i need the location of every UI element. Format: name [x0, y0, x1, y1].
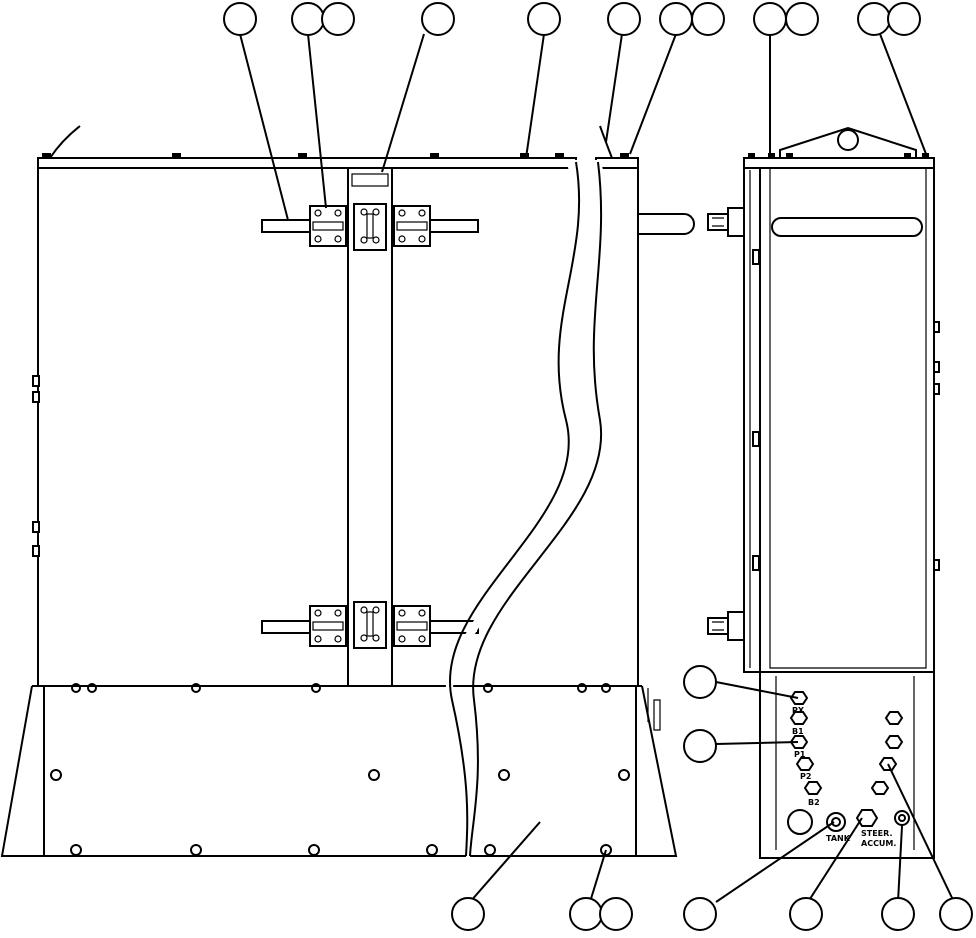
top-wire-left [49, 125, 81, 159]
center-post-tab [351, 173, 389, 187]
callout-7 [659, 2, 693, 36]
callout-2 [291, 2, 325, 36]
lifting-plate [779, 126, 917, 158]
side-slot [771, 217, 923, 237]
upper-latch-assembly [261, 203, 479, 251]
upper-connector [707, 207, 745, 237]
callout-10 [785, 2, 819, 36]
break-line [445, 160, 613, 860]
port-label-px: PX [792, 706, 805, 715]
top-rail-bolts [42, 153, 629, 158]
port-accum-fitting [894, 810, 910, 826]
port-px-fitting [789, 691, 809, 705]
lower-latch-assembly [261, 601, 479, 649]
callout-13 [683, 665, 717, 699]
callout-3 [321, 2, 355, 36]
callout-9 [753, 2, 787, 36]
side-drain-hole [787, 809, 813, 835]
front-top-rail [37, 157, 577, 169]
port-label-steer: STEER. [861, 829, 893, 838]
callout-19 [789, 897, 823, 931]
callout-21 [939, 897, 973, 931]
port-b2-fitting [803, 781, 823, 795]
callout-5 [527, 2, 561, 36]
side-lower-rails [775, 676, 915, 850]
port-label-b1: B1 [792, 727, 804, 736]
front-view [0, 125, 695, 860]
callout-leaders [239, 33, 955, 903]
callout-12 [887, 2, 921, 36]
hydraulic-ports [787, 691, 910, 835]
base-skirt [0, 685, 678, 857]
callout-15 [451, 897, 485, 931]
front-top-rail-right [595, 157, 639, 169]
port-b1-fitting [789, 711, 809, 725]
callout-18 [683, 897, 717, 931]
side-hinges [752, 249, 940, 571]
port-steer-fitting [855, 809, 879, 827]
port-label-b2: B2 [808, 798, 820, 807]
port-label-p2: P2 [800, 772, 811, 781]
side-lever [638, 213, 695, 235]
callout-1 [223, 2, 257, 36]
side-top-rail [743, 157, 935, 169]
port-tank-fitting [826, 812, 846, 832]
callout-20 [881, 897, 915, 931]
callout-6 [607, 2, 641, 36]
port-label-accum: ACCUM. [861, 839, 896, 848]
callout-8 [691, 2, 725, 36]
callout-16 [569, 897, 603, 931]
port-p2-fitting [795, 757, 815, 771]
side-door-edge [743, 168, 760, 673]
callout-14 [683, 729, 717, 763]
callout-17 [599, 897, 633, 931]
callout-11 [857, 2, 891, 36]
callout-4 [421, 2, 455, 36]
left-side-hinges [32, 375, 40, 557]
lower-connector [707, 611, 745, 641]
side-body [759, 168, 935, 859]
callout-bubbles [223, 2, 973, 931]
port-label-tank: TANK [826, 834, 851, 843]
skirt-bolts [50, 683, 630, 856]
port-label-p1: P1 [794, 750, 806, 759]
side-inner-panel [769, 168, 927, 669]
lifting-eye [837, 129, 859, 151]
side-top-bolts [748, 153, 929, 158]
side-view: PX B1 P1 P2 B2 TANK STEER. ACCUM. [707, 126, 940, 859]
